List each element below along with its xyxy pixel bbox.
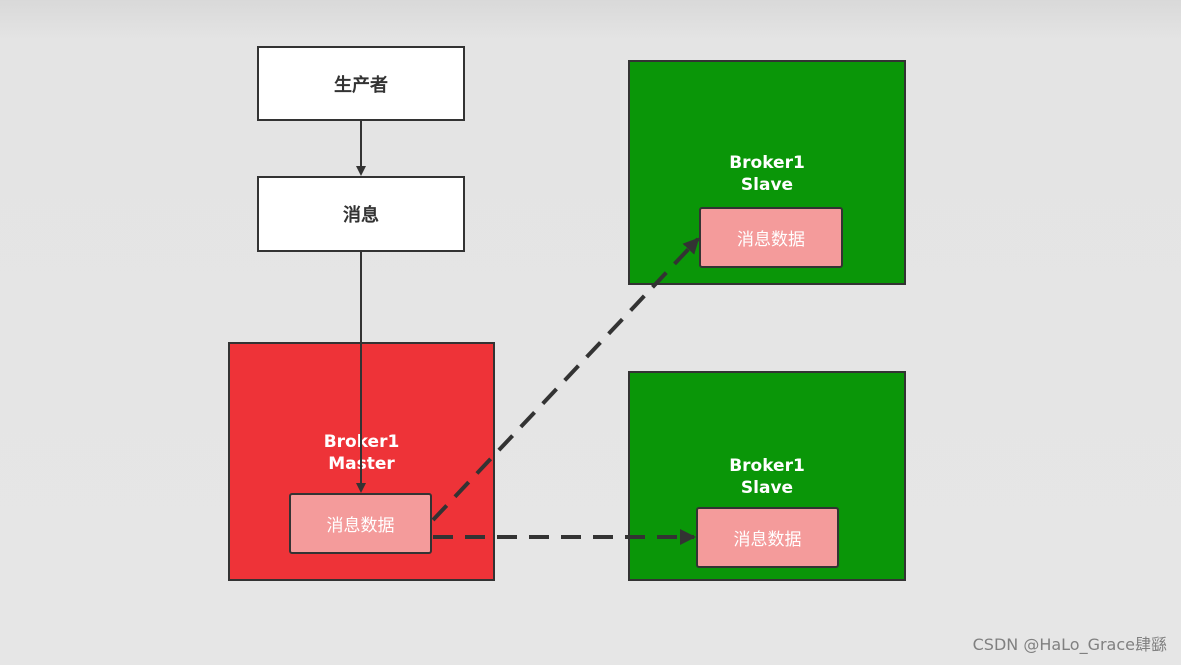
slave-top-data-label: 消息数据 xyxy=(737,230,805,250)
watermark-text: CSDN @HaLo_Grace肆繇 xyxy=(972,635,1167,654)
slave-bottom-data-box: 消息数据 xyxy=(696,507,839,568)
slave-top-data-box: 消息数据 xyxy=(699,207,843,268)
broker-slave-bottom-role: Slave xyxy=(740,478,794,498)
slave-bottom-data-label: 消息数据 xyxy=(733,530,802,550)
broker-slave-top-name: Broker1 xyxy=(729,153,805,173)
broker-slave-bottom-name: Broker1 xyxy=(729,456,805,476)
broker-master-label: Broker1 Master xyxy=(230,431,493,475)
master-data-box: 消息数据 xyxy=(289,493,432,554)
message-node: 消息 xyxy=(257,176,465,252)
master-data-label: 消息数据 xyxy=(326,516,395,536)
broker-slave-top-role: Slave xyxy=(740,175,794,195)
producer-node: 生产者 xyxy=(257,46,465,121)
producer-label: 生产者 xyxy=(334,74,388,96)
broker-slave-top-label: Broker1 Slave xyxy=(630,152,904,196)
broker-master-role: Master xyxy=(328,454,395,474)
broker-master-name: Broker1 xyxy=(323,432,400,452)
broker-slave-bottom-label: Broker1 Slave xyxy=(630,455,904,499)
message-label: 消息 xyxy=(343,205,379,226)
